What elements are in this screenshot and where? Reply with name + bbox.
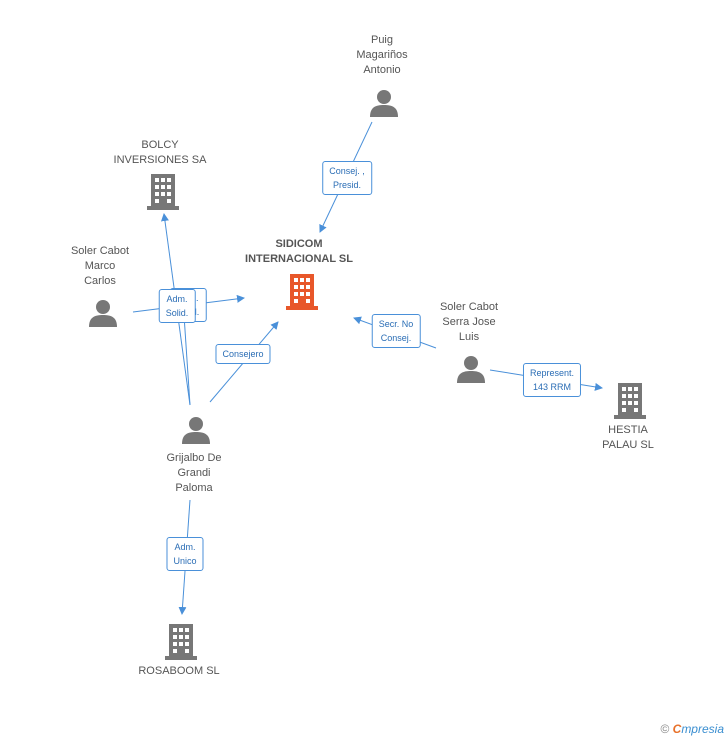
footer-brand: © Cmpresia — [660, 722, 724, 736]
building-icon[interactable] — [165, 624, 197, 665]
edge-label-puig-main[interactable]: Consej. , Presid. — [322, 161, 372, 195]
brand-name: mpresia — [681, 722, 724, 736]
company-label-rosaboom[interactable]: ROSABOOM SL — [138, 665, 220, 677]
building-icon[interactable] — [614, 383, 646, 424]
edge-label-serra-main[interactable]: Secr. No Consej. — [371, 314, 421, 348]
brand-initial: C — [672, 722, 682, 736]
company-label-bolcy[interactable]: BOLCY INVERSIONES SA — [113, 139, 207, 166]
edge-label-grijalbo-rosaboom[interactable]: Adm. Unico — [166, 537, 204, 571]
person-icon[interactable] — [182, 416, 210, 449]
company-label-hestia[interactable]: HESTIA PALAU SL — [602, 424, 654, 451]
person-icon[interactable] — [457, 355, 485, 388]
person-label-serra[interactable]: Soler Cabot Serra Jose Luis — [439, 301, 499, 343]
person-label-grijalbo[interactable]: Grijalbo De Grandi Paloma — [166, 452, 222, 494]
person-label-marco[interactable]: Soler Cabot Marco Carlos — [70, 245, 130, 287]
edge-label-marco-bolcy[interactable]: Adm. Solid. — [158, 289, 196, 323]
building-icon[interactable] — [286, 274, 318, 315]
main-company-label[interactable]: SIDICOM INTERNACIONAL SL — [245, 238, 353, 265]
copyright-icon: © — [660, 722, 670, 736]
person-icon[interactable] — [89, 299, 117, 332]
edge-label-serra-hestia[interactable]: Represent. 143 RRM — [522, 363, 582, 397]
person-label-puig[interactable]: Puig Magariños Antonio — [356, 34, 408, 76]
building-icon[interactable] — [147, 174, 179, 215]
person-icon[interactable] — [370, 89, 398, 122]
edge-label-grijalbo-main[interactable]: Consejero — [215, 344, 271, 364]
